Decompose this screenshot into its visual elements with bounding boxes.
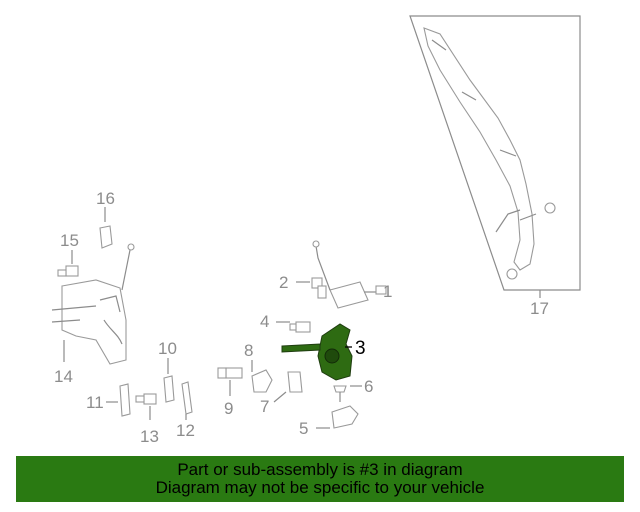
part-8 bbox=[251, 360, 273, 393]
callout-2: 2 bbox=[279, 273, 288, 292]
part-13 bbox=[135, 393, 157, 420]
callout-12: 12 bbox=[176, 421, 195, 440]
callout-8: 8 bbox=[244, 341, 253, 360]
banner-line-2: Diagram may not be specific to your vehi… bbox=[155, 478, 485, 497]
callout-11: 11 bbox=[86, 393, 104, 412]
callout-16: 16 bbox=[96, 189, 115, 208]
callout-13: 13 bbox=[140, 427, 159, 446]
callout-9: 9 bbox=[224, 399, 233, 418]
part-16 bbox=[99, 207, 113, 249]
callout-10: 10 bbox=[158, 339, 177, 358]
part-11 bbox=[106, 383, 131, 417]
part-15 bbox=[57, 250, 79, 277]
banner-line-1: Part or sub-assembly is #3 in diagram bbox=[177, 460, 463, 479]
part-6 bbox=[333, 385, 362, 402]
part-5 bbox=[316, 405, 359, 429]
part-1 bbox=[312, 240, 387, 309]
callout-5: 5 bbox=[299, 419, 308, 438]
parts-diagram: 1 2 3 4 5 6 7 8 9 10 11 12 13 14 15 16 1… bbox=[51, 15, 581, 446]
callout-17: 17 bbox=[530, 299, 549, 318]
callout-7: 7 bbox=[260, 397, 269, 416]
info-banner: Part or sub-assembly is #3 in diagram Di… bbox=[16, 456, 624, 502]
callout-6: 6 bbox=[364, 377, 373, 396]
part-7 bbox=[273, 371, 303, 403]
part-2 bbox=[296, 277, 327, 299]
part-4 bbox=[276, 321, 311, 333]
callout-3: 3 bbox=[355, 338, 366, 359]
callout-15: 15 bbox=[60, 231, 79, 250]
part-17-panel bbox=[409, 15, 581, 298]
part-3-highlighted bbox=[281, 323, 353, 381]
part-9 bbox=[217, 367, 243, 396]
callout-14: 14 bbox=[54, 367, 73, 386]
part-10-12 bbox=[163, 358, 193, 420]
part-14 bbox=[51, 243, 135, 365]
callout-1: 1 bbox=[383, 282, 392, 301]
callout-4: 4 bbox=[260, 312, 269, 331]
